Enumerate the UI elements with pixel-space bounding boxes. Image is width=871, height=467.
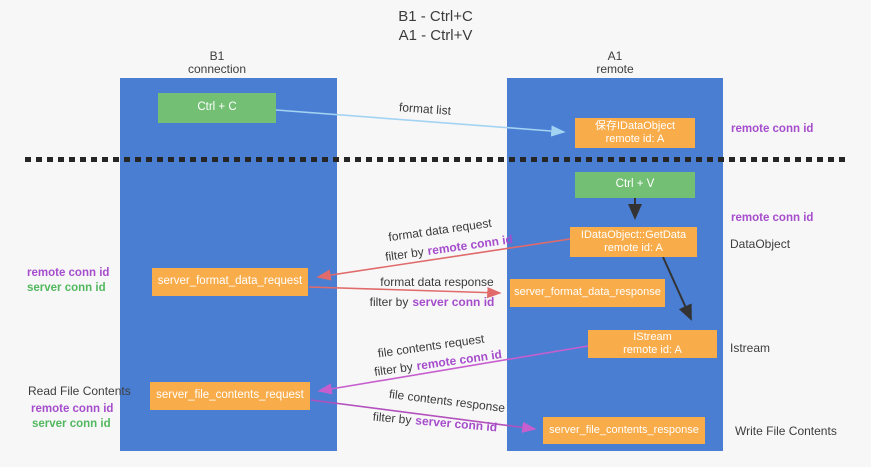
- node-server-format-data-request: server_format_data_request: [152, 268, 308, 296]
- save-idataobject-line2: remote id: A: [605, 133, 665, 145]
- annotation-dataobject: DataObject: [730, 237, 791, 251]
- server-conn-id-key: server conn id: [412, 295, 495, 309]
- annotation-istream: Istream: [730, 341, 771, 355]
- istream-line1: IStream: [633, 331, 672, 343]
- node-istream: IStream remote id: A: [588, 330, 717, 358]
- node-server-format-data-response: server_format_data_response: [510, 279, 665, 307]
- node-save-idataobject: 保存IDataObject remote id: A: [575, 118, 695, 148]
- dashed-separator-line: [25, 157, 846, 162]
- server-file-contents-response-label: server_file_contents_response: [549, 423, 699, 436]
- getdata-line2: remote id: A: [604, 242, 663, 254]
- getdata-to-istream-arrow: [662, 256, 692, 321]
- node-server-file-contents-request: server_file_contents_request: [150, 382, 310, 410]
- format-list-arrow: [275, 109, 566, 137]
- lane-a1-role: remote: [596, 62, 634, 76]
- lane-header-a1: A1 remote: [596, 50, 633, 76]
- format-data-response-label: format data response: [380, 275, 494, 289]
- format-data-request-arrow: [316, 238, 571, 281]
- annotation-remote-conn-id-left-file: remote conn id: [31, 403, 114, 415]
- node-server-file-contents-response: server_file_contents_response: [543, 417, 705, 444]
- file-contents-request-arrow: [317, 345, 589, 395]
- annotation-remote-conn-id-mid-right: remote conn id: [731, 212, 814, 224]
- lane-a1-name: A1: [607, 49, 623, 63]
- lane-header-b1: B1 connection: [188, 50, 246, 76]
- node-ctrl-c: Ctrl + C: [158, 93, 276, 123]
- node-ctrl-v: Ctrl + V: [575, 172, 695, 198]
- filter-by-text: filter by: [369, 295, 409, 309]
- format-data-response-arrow: [308, 286, 502, 299]
- annotation-remote-conn-id-left-format: remote conn id: [27, 267, 110, 279]
- annotation-read-file-contents: Read File Contents: [28, 384, 131, 398]
- save-idataobject-line1: 保存IDataObject: [594, 120, 676, 132]
- annotation-write-file-contents: Write File Contents: [735, 424, 837, 438]
- ctrl-c-label: Ctrl + C: [197, 101, 237, 114]
- lane-b1-role: connection: [187, 62, 247, 76]
- ctrl-v-label: Ctrl + V: [615, 178, 655, 191]
- getdata-line1: IDataObject::GetData: [580, 229, 687, 241]
- server-format-data-request-label: server_format_data_request: [157, 275, 303, 288]
- node-idataobject-getdata: IDataObject::GetData remote id: A: [570, 227, 697, 257]
- annotation-remote-conn-id-top-right: remote conn id: [731, 123, 814, 135]
- annotation-server-conn-id-left-file: server conn id: [32, 418, 111, 430]
- diagram-title: B1 - Ctrl+C A1 - Ctrl+V: [0, 7, 871, 45]
- title-line-2: A1 - Ctrl+V: [398, 27, 473, 44]
- server-file-contents-request-label: server_file_contents_request: [156, 389, 304, 402]
- istream-line2: remote id: A: [623, 344, 682, 356]
- file-contents-response-arrow: [310, 399, 537, 433]
- server-format-data-response-label: server_format_data_response: [514, 286, 661, 299]
- title-line-1: B1 - Ctrl+C: [398, 8, 473, 25]
- lane-b1-name: B1: [209, 49, 225, 63]
- annotation-server-conn-id-left-format: server conn id: [27, 282, 106, 294]
